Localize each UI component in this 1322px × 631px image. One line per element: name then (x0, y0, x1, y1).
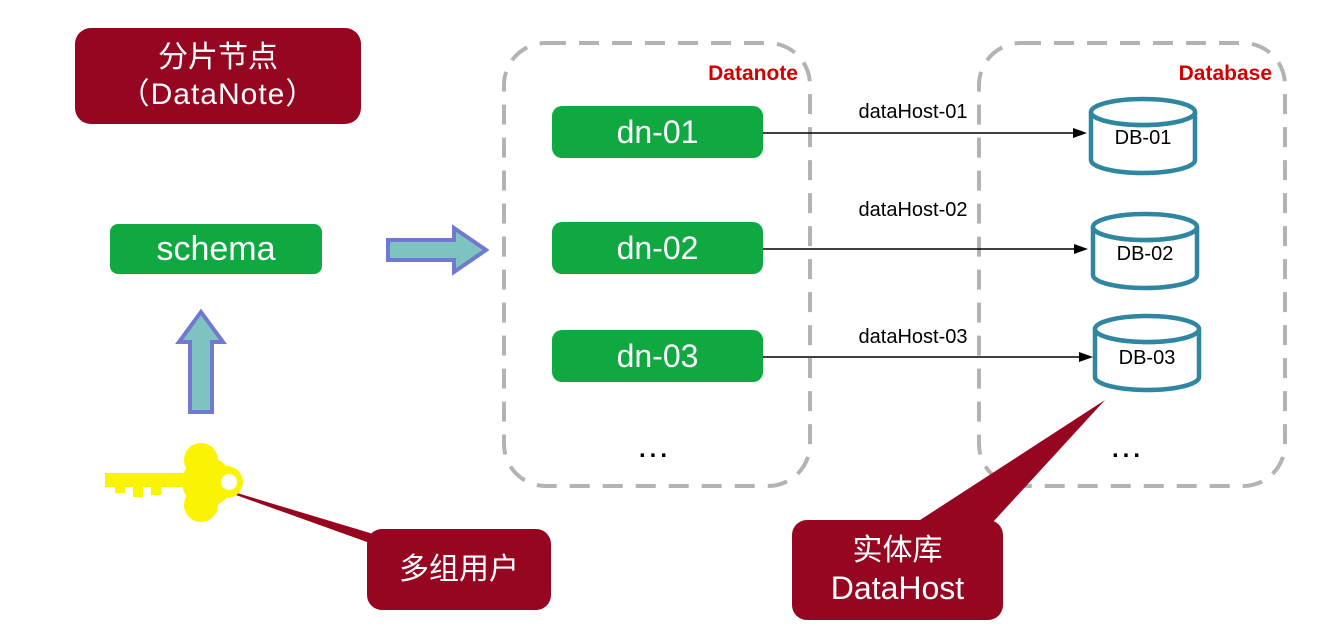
users-to-schema-arrow-icon (175, 308, 227, 414)
dn-02-node: dn-02 (552, 222, 763, 274)
connector-dn01-db01 (763, 128, 1087, 138)
dn-01-label: dn-01 (616, 113, 699, 150)
sharding-node-title-box: 分片节点 （DataNote） (75, 28, 361, 124)
datahost-callout-pointer (917, 400, 1105, 522)
datahost-callout: 实体库 DataHost (792, 520, 1003, 620)
datahost-callout-en: DataHost (830, 569, 965, 606)
datahost-03-connection-label: dataHost-03 (858, 326, 968, 348)
db01-cylinder-icon (1088, 96, 1198, 176)
schema-node: schema (110, 224, 322, 274)
sharding-node-title-cn: 分片节点 (158, 39, 278, 75)
database-group-border (977, 41, 1287, 488)
connector-dn03-db03 (763, 352, 1093, 362)
datanote-group-label: Datanote (708, 62, 798, 85)
datahost-02-connection-label: dataHost-02 (858, 199, 968, 221)
key-icon (105, 443, 243, 522)
dn-01-node: dn-01 (552, 106, 763, 158)
db-03-label: DB-03 (1118, 347, 1176, 369)
datahost-callout-cn: 实体库 (852, 532, 943, 568)
db-02-label: DB-02 (1116, 243, 1174, 265)
multi-user-callout-label: 多组用户 (399, 551, 519, 587)
schema-to-datanote-arrow-icon (386, 224, 490, 276)
connector-dn02-db02 (763, 244, 1088, 254)
datanote-group-ellipsis: ... (638, 436, 671, 463)
multi-user-callout: 多组用户 (367, 529, 551, 610)
sharding-node-title-en: （DataNote） (119, 78, 317, 111)
db03-cylinder-icon (1092, 313, 1202, 393)
database-group-ellipsis: ... (1111, 436, 1144, 463)
db-01-label: DB-01 (1114, 127, 1172, 149)
db02-cylinder-icon (1090, 211, 1200, 291)
dn-03-node: dn-03 (552, 330, 763, 382)
dn-02-label: dn-02 (616, 229, 699, 266)
dn-03-label: dn-03 (616, 337, 699, 374)
database-group-label: Database (1178, 62, 1272, 85)
users-callout-pointer (197, 481, 417, 560)
datanote-group-border (502, 41, 812, 488)
datahost-01-connection-label: dataHost-01 (858, 101, 968, 123)
schema-node-label: schema (156, 229, 276, 268)
